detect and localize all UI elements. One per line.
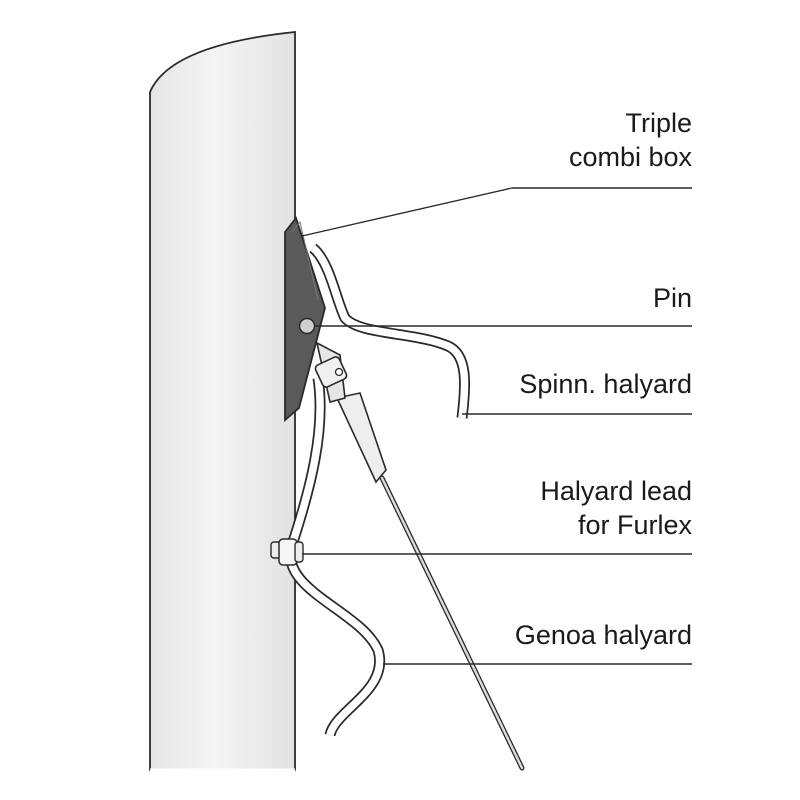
- label-line: Genoa halyard: [514, 620, 692, 650]
- label-line: Pin: [652, 283, 692, 313]
- label-genoa-halyard: Genoa halyard: [515, 618, 692, 652]
- label-halyard-lead: Halyard lead for Furlex: [540, 474, 692, 542]
- label-line: Triple: [625, 108, 692, 138]
- label-spinn-halyard: Spinn. halyard: [519, 367, 692, 401]
- mast: [149, 31, 296, 771]
- label-line: Halyard lead: [540, 476, 692, 506]
- label-triple-combi-box: Triple combi box: [569, 106, 692, 174]
- label-line: for Furlex: [577, 510, 692, 540]
- label-line: Spinn. halyard: [519, 369, 692, 399]
- label-line: combi box: [568, 142, 692, 172]
- furlex-wire: [314, 341, 525, 771]
- halyard-lead-furlex: [270, 538, 304, 566]
- label-pin: Pin: [653, 281, 692, 315]
- pin: [298, 317, 316, 335]
- leader-combi-box: [301, 187, 513, 237]
- genoa-halyard-rope: [284, 377, 386, 737]
- spinn-halyard-rope: [309, 243, 471, 419]
